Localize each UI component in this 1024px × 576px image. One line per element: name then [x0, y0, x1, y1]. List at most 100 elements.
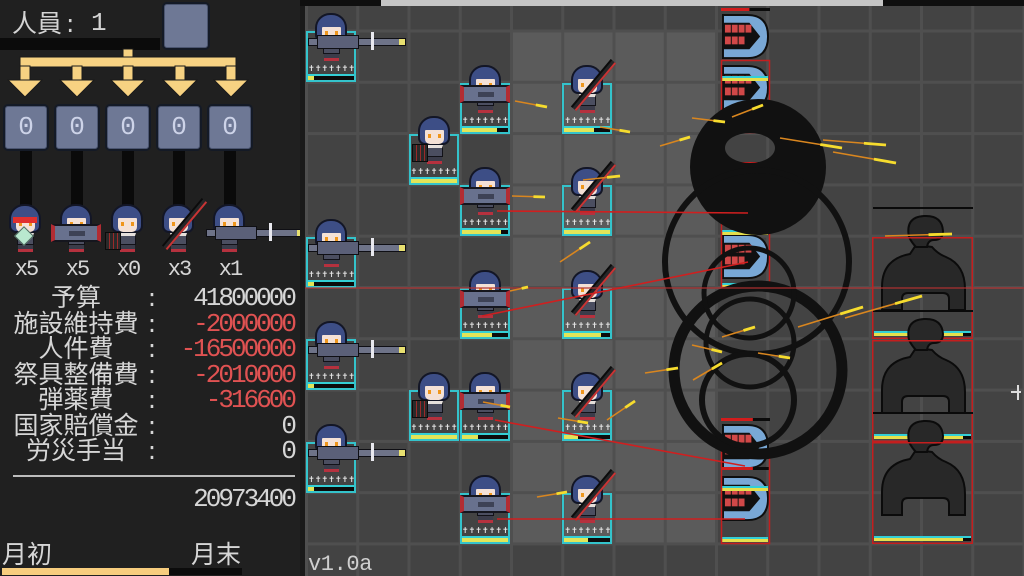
unit-gauge-fill: [410, 178, 457, 183]
ally-unit-cannon[interactable]: ✝✝✝✝✝✝✝: [459, 269, 510, 339]
budget-row-facility: 施設維持費 : -2000000: [0, 308, 300, 339]
budget-label: 予算: [50, 283, 101, 312]
rank-marks: ✝✝✝✝✝✝✝: [461, 526, 508, 535]
ally-unit-cannon[interactable]: ✝✝✝✝✝✝✝: [459, 372, 510, 442]
rifle-soldier-sprite: [308, 423, 406, 472]
status-bar: [722, 76, 768, 78]
eye: [581, 185, 585, 190]
eye: [335, 441, 338, 446]
deploy-unit-crystal[interactable]: [8, 204, 44, 252]
bullet-head: [711, 348, 723, 354]
claw-gauntlet-icon: [105, 232, 121, 250]
legs: [324, 54, 339, 62]
rank-marks: ✝✝✝✝✝✝✝: [308, 372, 354, 382]
deploy-unit-rifle[interactable]: [206, 204, 304, 252]
ally-unit-sword[interactable]: ✝✝✝✝✝✝✝: [562, 263, 617, 339]
unit-gauge: [308, 382, 354, 389]
rank-marks: ✝✝✝✝✝✝✝: [564, 423, 611, 433]
budget-colon: :: [147, 359, 157, 389]
legs: [477, 310, 493, 318]
rifle-icon: [308, 32, 406, 51]
rank-marks: ✝✝✝✝✝✝✝: [308, 64, 354, 74]
biter-enemy[interactable]: [721, 233, 770, 280]
ally-unit-cannon[interactable]: ✝✝✝✝✝✝✝: [459, 167, 510, 237]
unit-gauge-fill: [461, 332, 492, 337]
shockwave-ring: [699, 351, 797, 449]
bullet-head: [679, 135, 691, 142]
ally-unit-cannon[interactable]: ✝✝✝✝✝✝✝: [459, 64, 510, 134]
biter-enemy[interactable]: [721, 13, 770, 60]
selected-unit-slot[interactable]: [162, 2, 210, 50]
status-bar: [722, 78, 768, 81]
unit-gauge-fill: [461, 230, 501, 235]
eye: [335, 236, 338, 241]
sword-soldier-sprite: [161, 198, 208, 252]
bullet-tracers: [482, 100, 953, 498]
legs: [580, 413, 596, 421]
eye: [29, 222, 32, 226]
unit-gauge: [461, 125, 508, 132]
face: [424, 386, 444, 401]
status-bar: [722, 539, 768, 542]
legs: [477, 413, 493, 421]
unit-gauge-fill: [410, 435, 457, 440]
unit-sprite: [459, 64, 510, 113]
ally-unit-fist[interactable]: ✝✝✝✝✝✝✝: [408, 372, 459, 442]
rifle-icon: [308, 237, 406, 256]
deploy-count-slot-2[interactable]: 0: [54, 104, 100, 151]
enemy-hp-fill: [721, 467, 753, 470]
slot-connector: [173, 151, 185, 207]
enemy-status-bars: [722, 76, 768, 542]
ally-unit-sword[interactable]: ✝✝✝✝✝✝✝: [562, 58, 617, 134]
month-start-label: 月初: [2, 540, 53, 569]
deploy-count-slot-4[interactable]: 0: [156, 104, 202, 151]
eye: [172, 222, 175, 226]
budget-colon: :: [147, 283, 157, 312]
budget-value: -2000000: [193, 308, 297, 339]
ally-unit-fist[interactable]: ✝✝✝✝✝✝✝: [408, 115, 459, 185]
unit-gauge-fill: [564, 127, 595, 132]
deploy-count-slot-5[interactable]: 0: [207, 104, 253, 151]
deploy-unit-fist[interactable]: [105, 204, 146, 252]
budget-row-equipment: 祭具整備費 : -2010000: [0, 359, 300, 389]
unit-gauge: [564, 125, 611, 132]
bullet-head: [624, 399, 636, 409]
sword-soldier-sprite: [570, 366, 617, 421]
unit-sprite: [459, 269, 510, 318]
unit-multiplier: x5: [65, 257, 90, 282]
ally-unit-rifle[interactable]: ✝✝✝✝✝✝✝: [306, 321, 406, 391]
deploy-count-slot-1[interactable]: 0: [3, 104, 49, 151]
face: [424, 129, 444, 144]
budget-colon: :: [147, 410, 157, 440]
bullet-head: [928, 232, 953, 237]
budget-row-budget: 予算 : 41800000: [0, 283, 300, 312]
deploy-count-slot-3[interactable]: 0: [105, 104, 151, 151]
ally-unit-rifle[interactable]: ✝✝✝✝✝✝✝: [306, 423, 406, 493]
bullet-head: [578, 240, 591, 251]
bullet-head: [711, 361, 723, 371]
bullet-head: [577, 419, 589, 425]
arrow-down-icon: [109, 79, 147, 98]
biter-enemy[interactable]: [721, 475, 770, 522]
fist-soldier-sprite: [411, 115, 453, 164]
hooded-enemy[interactable]: [872, 412, 973, 544]
ally-units: ✝✝✝✝✝✝✝✝✝✝✝✝✝✝✝✝✝✝✝✝✝✝✝✝✝✝✝✝✝✝✝✝✝✝✝✝✝✝✝✝…: [305, 0, 1024, 576]
unit-gauge: [308, 279, 354, 286]
battlefield-grid[interactable]: ✝✝✝✝✝✝✝✝✝✝✝✝✝✝✝✝✝✝✝✝✝✝✝✝✝✝✝✝✝✝✝✝✝✝✝✝✝✝✝✝…: [305, 0, 1024, 576]
rank-marks: ✝✝✝✝✝✝✝: [308, 269, 354, 279]
deploy-unit-cannon[interactable]: [51, 204, 101, 252]
ally-unit-rifle[interactable]: ✝✝✝✝✝✝✝: [306, 218, 406, 288]
ally-unit-sword[interactable]: ✝✝✝✝✝✝✝: [562, 366, 617, 442]
eye: [427, 390, 431, 395]
eye: [131, 222, 134, 226]
bullet-head: [894, 294, 923, 306]
battle-effects: [305, 8, 1024, 545]
deploy-unit-sword[interactable]: [161, 198, 208, 252]
ally-unit-rifle[interactable]: ✝✝✝✝✝✝✝: [306, 13, 406, 83]
rank-marks: ✝✝✝✝✝✝✝: [564, 218, 611, 228]
unit-sprite: [411, 115, 453, 164]
bullet-head: [751, 103, 764, 111]
rifle-icon: [308, 340, 406, 359]
unit-gauge: [461, 330, 508, 337]
rifle-icon: [308, 442, 406, 461]
